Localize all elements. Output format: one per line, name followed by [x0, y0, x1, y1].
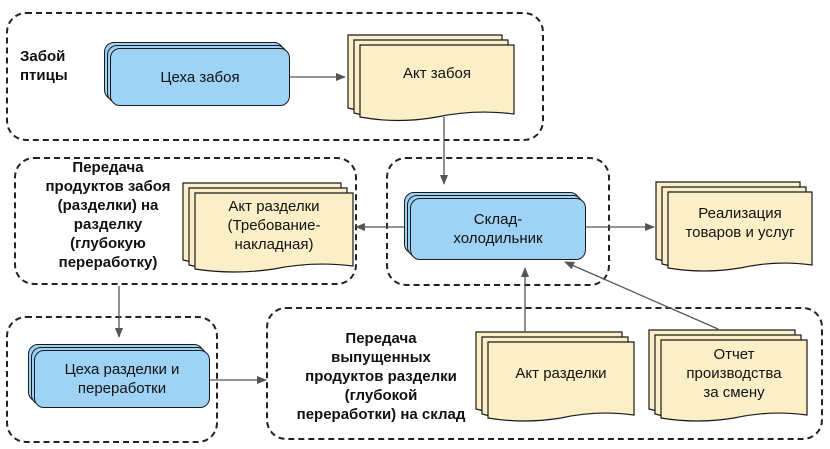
node-cutting-act-request: Акт разделки (Требование- накладная)	[182, 182, 354, 273]
group-transfer-to-warehouse	[266, 307, 823, 440]
node-cutting-act-text: Акт разделки	[488, 342, 634, 404]
node-cutting-act-request-line: накладная)	[234, 235, 314, 253]
group-transfer-to-cutting	[14, 157, 357, 285]
group-label-slaughter: Забой птицы	[20, 47, 68, 85]
document-icon	[655, 181, 813, 272]
node-sales-line: товаров и услуг	[685, 224, 795, 241]
node-sales-line: Реализация	[698, 205, 782, 222]
node-cutting-act-request-line: Акт разделки	[228, 197, 320, 215]
node-cutting-act-request-text: Акт разделки (Требование- накладная)	[195, 193, 353, 257]
node-sales: Реализация товаров и услуг	[655, 181, 813, 272]
arrow-shift-report-to-cold-storage	[564, 261, 719, 330]
group-label-line: переработки) на склад	[296, 406, 466, 423]
group-label-transfer-to-warehouse: Передача выпущенных продуктов разделки (…	[278, 329, 484, 424]
group-label-transfer-to-cutting: Передача продуктов забоя (разделки) на р…	[18, 158, 198, 272]
node-slaughter-shops-label: Цеха забоя	[160, 68, 240, 86]
node-cutting-shops-line: Цеха разделки и	[64, 361, 180, 378]
node-shift-report-line: за смену	[703, 383, 765, 401]
group-label-line: Передача	[345, 330, 417, 347]
node-sales-text: Реализация товаров и услуг	[668, 192, 812, 254]
node-slaughter-act: Акт забоя	[347, 34, 515, 122]
node-shift-report-line: Отчет	[713, 345, 755, 363]
node-cutting-shops-box: Цеха разделки и переработки	[34, 350, 210, 408]
group-label-line: Передача	[72, 159, 144, 176]
group-label-line: переработку)	[58, 254, 158, 271]
group-label-line: (глубокую	[70, 235, 146, 252]
group-label-line: (глубокой	[344, 387, 418, 404]
group-label-line: разделку	[73, 216, 143, 233]
document-icon	[182, 182, 354, 273]
group-label-line: птицы	[20, 67, 68, 84]
node-cutting-act-request-line: (Требование-	[227, 216, 321, 234]
node-cutting-act-label: Акт разделки	[515, 364, 607, 382]
node-shift-report-text: Отчет производства за смену	[661, 340, 807, 406]
node-cold-storage-box: Склад- холодильник	[410, 198, 586, 260]
group-label-line: (разделки) на	[57, 197, 159, 214]
document-icon	[347, 34, 515, 122]
node-shift-report-line: производства	[686, 364, 782, 382]
node-slaughter-act-label: Акт забоя	[402, 64, 472, 82]
node-cold-storage: Склад- холодильник	[404, 192, 586, 260]
node-shift-report: Отчет производства за смену	[648, 329, 808, 422]
group-slaughter	[6, 12, 544, 141]
node-cutting-act: Акт разделки	[475, 331, 635, 422]
group-label-line: Забой	[20, 48, 66, 65]
document-icon	[648, 329, 808, 422]
group-label-line: продуктов забоя	[45, 178, 171, 195]
group-label-line: продуктов разделки	[305, 368, 457, 385]
node-cutting-shops-line: переработки	[77, 380, 167, 397]
node-slaughter-act-text: Акт забоя	[360, 45, 514, 101]
node-cutting-shops: Цеха разделки и переработки	[28, 344, 210, 408]
group-warehouse	[386, 157, 610, 286]
node-cold-storage-line: Склад-	[473, 211, 523, 228]
node-slaughter-shops-box: Цеха забоя	[110, 48, 290, 106]
node-cold-storage-line: холодильник	[453, 230, 543, 247]
node-slaughter-shops: Цеха забоя	[104, 42, 290, 106]
document-icon	[475, 331, 635, 422]
group-label-line: выпущенных	[331, 349, 431, 366]
